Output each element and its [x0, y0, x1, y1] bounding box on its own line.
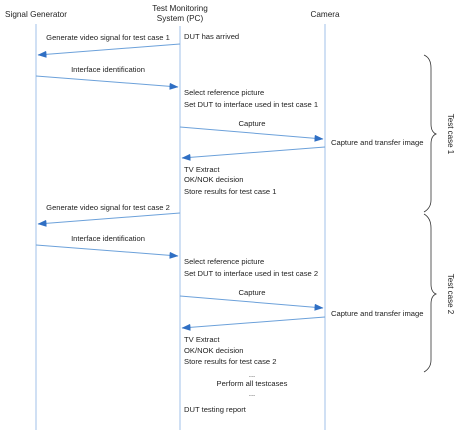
- message-gen-video-1: Generate video signal for test case 1: [46, 33, 170, 42]
- group-label-test-case-1: Test case 1: [446, 114, 455, 155]
- note-ellipsis-top: ...: [249, 370, 255, 379]
- note-select-ref-2: Select reference picture: [184, 257, 264, 266]
- participant-signal-generator: Signal Generator: [5, 10, 67, 19]
- note-store-results-1: Store results for test case 1: [184, 187, 276, 196]
- group-label-test-case-2: Test case 2: [446, 274, 455, 315]
- note-set-dut-1: Set DUT to interface used in test case 1: [184, 100, 318, 109]
- note-dut-arrived: DUT has arrived: [184, 32, 239, 41]
- brace-test-case-1: [423, 54, 438, 213]
- note-capture-transfer-1: Capture and transfer image: [331, 138, 423, 147]
- participant-camera: Camera: [310, 10, 340, 19]
- arrow-interface-id-2: [35, 244, 179, 259]
- arrow-capture-1: [179, 126, 324, 142]
- arrow-interface-id-1: [35, 75, 179, 90]
- message-capture-2: Capture: [238, 288, 265, 297]
- message-interface-id-1: Interface identification: [71, 65, 145, 74]
- note-dut-report: DUT testing report: [184, 405, 247, 414]
- note-oknok-1: OK/NOK decision: [184, 175, 244, 184]
- arrow-transfer-1: [181, 146, 326, 161]
- arrow-capture-2: [179, 295, 324, 311]
- note-select-ref-1: Select reference picture: [184, 88, 264, 97]
- note-ellipsis-bottom: ...: [249, 389, 255, 398]
- arrow-transfer-2: [181, 316, 326, 331]
- note-tv-extract-1: TV Extract: [184, 165, 220, 174]
- message-capture-1: Capture: [238, 119, 265, 128]
- brace-test-case-2: [423, 213, 438, 373]
- note-oknok-2: OK/NOK decision: [184, 346, 244, 355]
- message-gen-video-2: Generate video signal for test case 2: [46, 203, 170, 212]
- arrow-gen-video-1: [37, 43, 181, 58]
- note-set-dut-2: Set DUT to interface used in test case 2: [184, 269, 318, 278]
- note-capture-transfer-2: Capture and transfer image: [331, 309, 423, 318]
- participant-test-monitoring-line2: System (PC): [157, 14, 204, 23]
- note-store-results-2: Store results for test case 2: [184, 357, 276, 366]
- arrow-gen-video-2: [37, 212, 181, 227]
- note-perform-all: Perform all testcases: [217, 379, 288, 388]
- participant-test-monitoring-line1: Test Monitoring: [152, 4, 208, 13]
- message-interface-id-2: Interface identification: [71, 234, 145, 243]
- note-tv-extract-2: TV Extract: [184, 335, 220, 344]
